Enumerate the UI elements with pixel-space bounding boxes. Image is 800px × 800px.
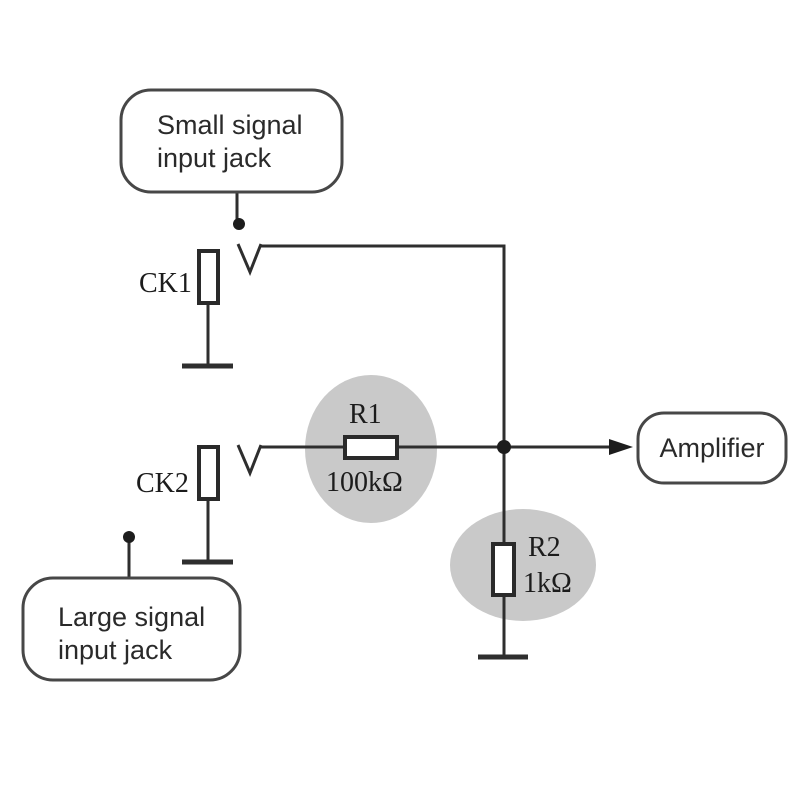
- arrowhead-icon: [609, 439, 633, 455]
- ck1-terminal-dot: [233, 218, 245, 230]
- r2-highlight-ellipse: [450, 509, 596, 621]
- r2-resistor-body: [491, 542, 516, 597]
- wire-ck1-to-junction: [261, 244, 506, 447]
- components: [123, 218, 633, 597]
- small-signal-box-label-line1: Small signal: [157, 110, 303, 140]
- small-signal-jack-box: [119, 88, 344, 194]
- r1-name-label: R1: [349, 399, 382, 430]
- ck2-terminal-dot: [123, 531, 135, 543]
- ck2-jack-body: [197, 445, 220, 501]
- ck1-label: CK1: [139, 268, 192, 299]
- amplifier-box: [636, 411, 788, 485]
- ck1-switch-contact: [236, 243, 263, 276]
- large-signal-box-label-line1: Large signal: [58, 602, 205, 632]
- annotation-boxes: [21, 88, 788, 682]
- r2-value-label: 1kΩ: [523, 568, 572, 599]
- ck2-switch-contact: [236, 444, 263, 477]
- labels: Small signal input jack Large signal inp…: [58, 110, 765, 665]
- amplifier-box-label: Amplifier: [659, 433, 764, 463]
- large-signal-jack-box: [21, 576, 242, 682]
- r2-name-label: R2: [528, 532, 561, 563]
- r1-resistor-body: [343, 435, 399, 460]
- wires: [127, 192, 611, 660]
- small-signal-box-label-line2: input jack: [157, 143, 272, 173]
- ck1-jack-body: [197, 249, 220, 305]
- r1-value-label: 100kΩ: [326, 467, 403, 498]
- junction-dot: [497, 440, 511, 454]
- ck2-label: CK2: [136, 468, 189, 499]
- large-signal-box-label-line2: input jack: [58, 635, 173, 665]
